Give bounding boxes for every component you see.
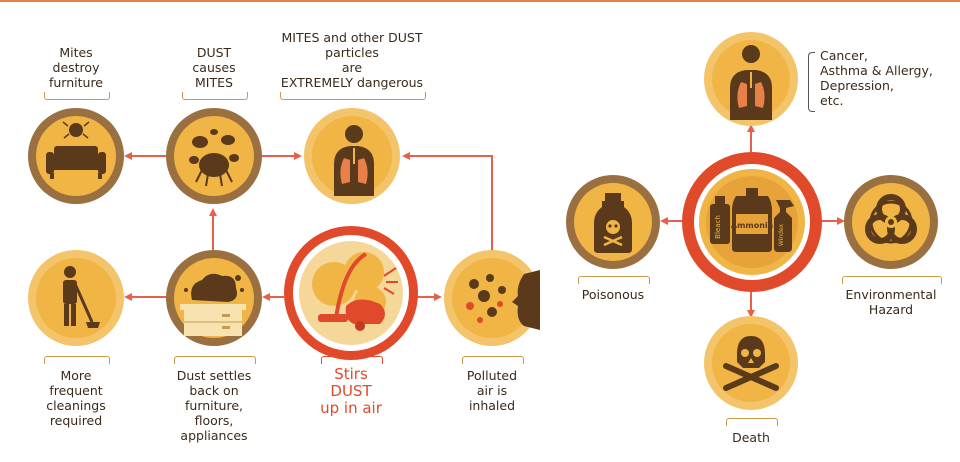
poison-bottle-icon — [574, 183, 652, 261]
lungs-label-bracket — [280, 92, 426, 100]
vacuum-label: Stirs DUST up in air — [320, 365, 382, 417]
cleaner-node — [28, 250, 124, 346]
death-label: Death — [732, 430, 770, 445]
settles-label: Dust settles back on furniture, floors, … — [176, 368, 252, 443]
mites-label-bracket — [182, 92, 248, 100]
furniture-label-bracket — [44, 92, 110, 100]
bottle-label-bleach: Bleach — [714, 215, 722, 239]
settles-label-bracket — [174, 356, 256, 364]
top-accent-bar — [0, 0, 960, 2]
vacuum-node — [284, 226, 418, 360]
health-item-depression: Depression, — [820, 78, 894, 93]
cleaner-label-bracket — [44, 356, 110, 364]
death-label-bracket — [726, 418, 778, 426]
sofa-with-mite-icon — [36, 116, 116, 196]
furniture-label: Mites destroy furniture — [48, 45, 104, 90]
cleaner-label: More frequent cleanings required — [46, 368, 106, 428]
person-inhaling-particles-icon — [452, 258, 540, 338]
vacuum-cleaner-icon — [293, 235, 409, 351]
mites-node — [166, 108, 262, 204]
human-lungs-icon — [312, 116, 392, 196]
human-lungs-icon — [712, 40, 790, 120]
lungs-label: MITES and other DUST particles are EXTRE… — [280, 30, 424, 90]
settles-node — [166, 250, 262, 346]
health-item-cancer: Cancer, — [820, 48, 868, 63]
environment-node — [844, 175, 938, 269]
furniture-node — [28, 108, 124, 204]
inhaled-node — [444, 250, 540, 346]
health-list-brace — [808, 52, 815, 112]
person-mopping-icon — [36, 258, 116, 338]
health-item-asthma: Asthma & Allergy, — [820, 63, 933, 78]
health-list: Cancer, Asthma & Allergy, Depression, et… — [820, 48, 950, 108]
lungs-node — [304, 108, 400, 204]
cleaning-products-icon: Bleach Ammonia Windex — [694, 164, 810, 280]
arrow-inhaled-to-lungs — [402, 152, 493, 250]
poison-label-bracket — [578, 276, 650, 284]
bottle-label-ammonia: Ammonia — [731, 221, 773, 230]
skull-crossbones-icon — [712, 324, 790, 402]
death-node — [704, 316, 798, 410]
bottle-label-windex: Windex — [778, 223, 785, 246]
inhaled-label-bracket — [462, 356, 524, 364]
mites-label: DUST causes MITES — [192, 45, 236, 90]
dust-mites-icon — [174, 116, 254, 196]
chemicals-node: Bleach Ammonia Windex — [682, 152, 822, 292]
health-node — [704, 32, 798, 126]
inhaled-label: Polluted air is inhaled — [466, 368, 518, 413]
environment-label: Environmental Hazard — [845, 287, 937, 317]
biohazard-icon — [852, 183, 930, 261]
poison-label: Poisonous — [581, 287, 645, 302]
environment-label-bracket — [842, 276, 942, 284]
vacuum-label-bracket — [321, 356, 383, 364]
poison-node — [566, 175, 660, 269]
dust-on-dresser-icon — [174, 258, 254, 338]
health-item-etc: etc. — [820, 93, 844, 108]
